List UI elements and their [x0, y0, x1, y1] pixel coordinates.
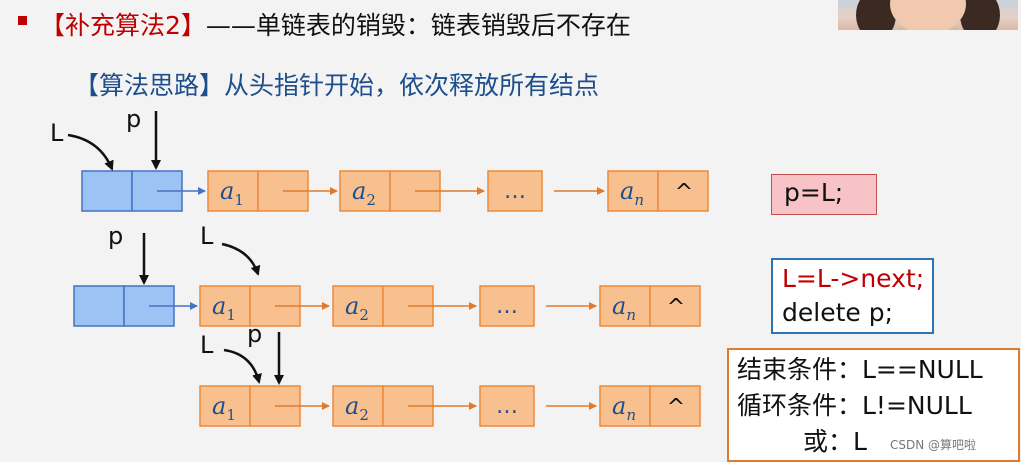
end-condition: 结束条件：L==NULL [737, 355, 983, 384]
row1-node-an-next-cell [657, 170, 709, 212]
row1-node-an-null-mark: ^ [675, 180, 693, 205]
title-bullet [18, 16, 27, 25]
row3-node-a2-label-subscript: 2 [359, 406, 369, 424]
title-rest: ——单链表的销毁：链表销毁后不存在 [205, 11, 631, 40]
row1-pointer-L-label: L [50, 119, 64, 147]
alt-condition-value: L [853, 427, 867, 456]
row1-node-a1-data-cell [207, 170, 259, 212]
algorithm-idea: 【算法思路】从头指针开始，依次释放所有结点 [74, 71, 600, 100]
row3-ellipsis-text: … [496, 394, 518, 419]
row2-node-a2-data-cell [332, 285, 384, 327]
row1-node-an-label-subscript: n [634, 191, 644, 209]
row2-ellipsis-box [479, 285, 535, 327]
row1-node-a1-label-subscript: 1 [234, 191, 244, 209]
presenter-hair-right [960, 0, 1000, 30]
row2-pointer-p-label: p [108, 222, 123, 250]
row2-node-a1-data-cell [199, 285, 251, 327]
conditions-box: 结束条件：L==NULL 循环条件：L!=NULL 或：L [727, 348, 1020, 462]
row2-node-a2-label-subscript: 2 [359, 306, 369, 324]
row2-node-an-next-cell [649, 285, 701, 327]
row3-pointer-L-arrow [223, 348, 262, 384]
row2-head-node-data-cell [73, 285, 125, 327]
row3-node-a1-data-cell [199, 385, 251, 427]
code-step-assign-p: p=L; [771, 174, 877, 215]
row1-head-node-data-cell [81, 170, 133, 212]
row3-node-a1-label-subscript: 1 [226, 406, 236, 424]
row2-node-an-null-mark: ^ [667, 295, 685, 320]
row3-node-a2-data-cell [332, 385, 384, 427]
presenter-hair-left [856, 0, 896, 30]
row1-ellipsis-text: … [504, 179, 526, 204]
row3-node-an-label-subscript: n [626, 406, 636, 424]
row2-ellipsis-text: … [496, 294, 518, 319]
code-advance-line: L=L->next; [782, 264, 925, 293]
row1-node-a2-label-subscript: 2 [366, 191, 376, 209]
csdn-watermark: CSDN @算吧啦 [890, 438, 977, 452]
row3-pointer-L-label: L [200, 331, 214, 359]
row3-node-an-data-cell [599, 385, 651, 427]
row2-node-an-label-subscript: n [626, 306, 636, 324]
presenter-face [890, 0, 966, 30]
row1-pointer-L-arrow [67, 133, 114, 171]
alt-condition: 或：L [737, 424, 1018, 460]
presenter-webcam [838, 0, 1018, 30]
slide-title: 【补充算法2】——单链表的销毁：链表销毁后不存在 [40, 6, 631, 42]
row3-node-an-next-cell [649, 385, 701, 427]
row1-ellipsis-box [487, 170, 543, 212]
code-step-advance-delete: L=L->next; delete p; [771, 258, 934, 334]
row3-node-an-null-mark: ^ [667, 395, 685, 420]
loop-condition: 循环条件：L!=NULL [737, 391, 972, 420]
row2-node-a1-label-subscript: 1 [226, 306, 236, 324]
row2-pointer-L-label: L [200, 222, 214, 250]
title-prefix: 【补充算法2】 [40, 11, 206, 40]
code-delete-line: delete p; [782, 298, 893, 327]
row1-node-a2-data-cell [339, 170, 391, 212]
row1-pointer-p-label: p [126, 105, 141, 133]
alt-condition-prefix: 或： [803, 427, 854, 456]
row3-ellipsis-box [479, 385, 535, 427]
row3-pointer-p-label: p [247, 320, 262, 348]
row2-pointer-L-arrow [221, 242, 261, 276]
